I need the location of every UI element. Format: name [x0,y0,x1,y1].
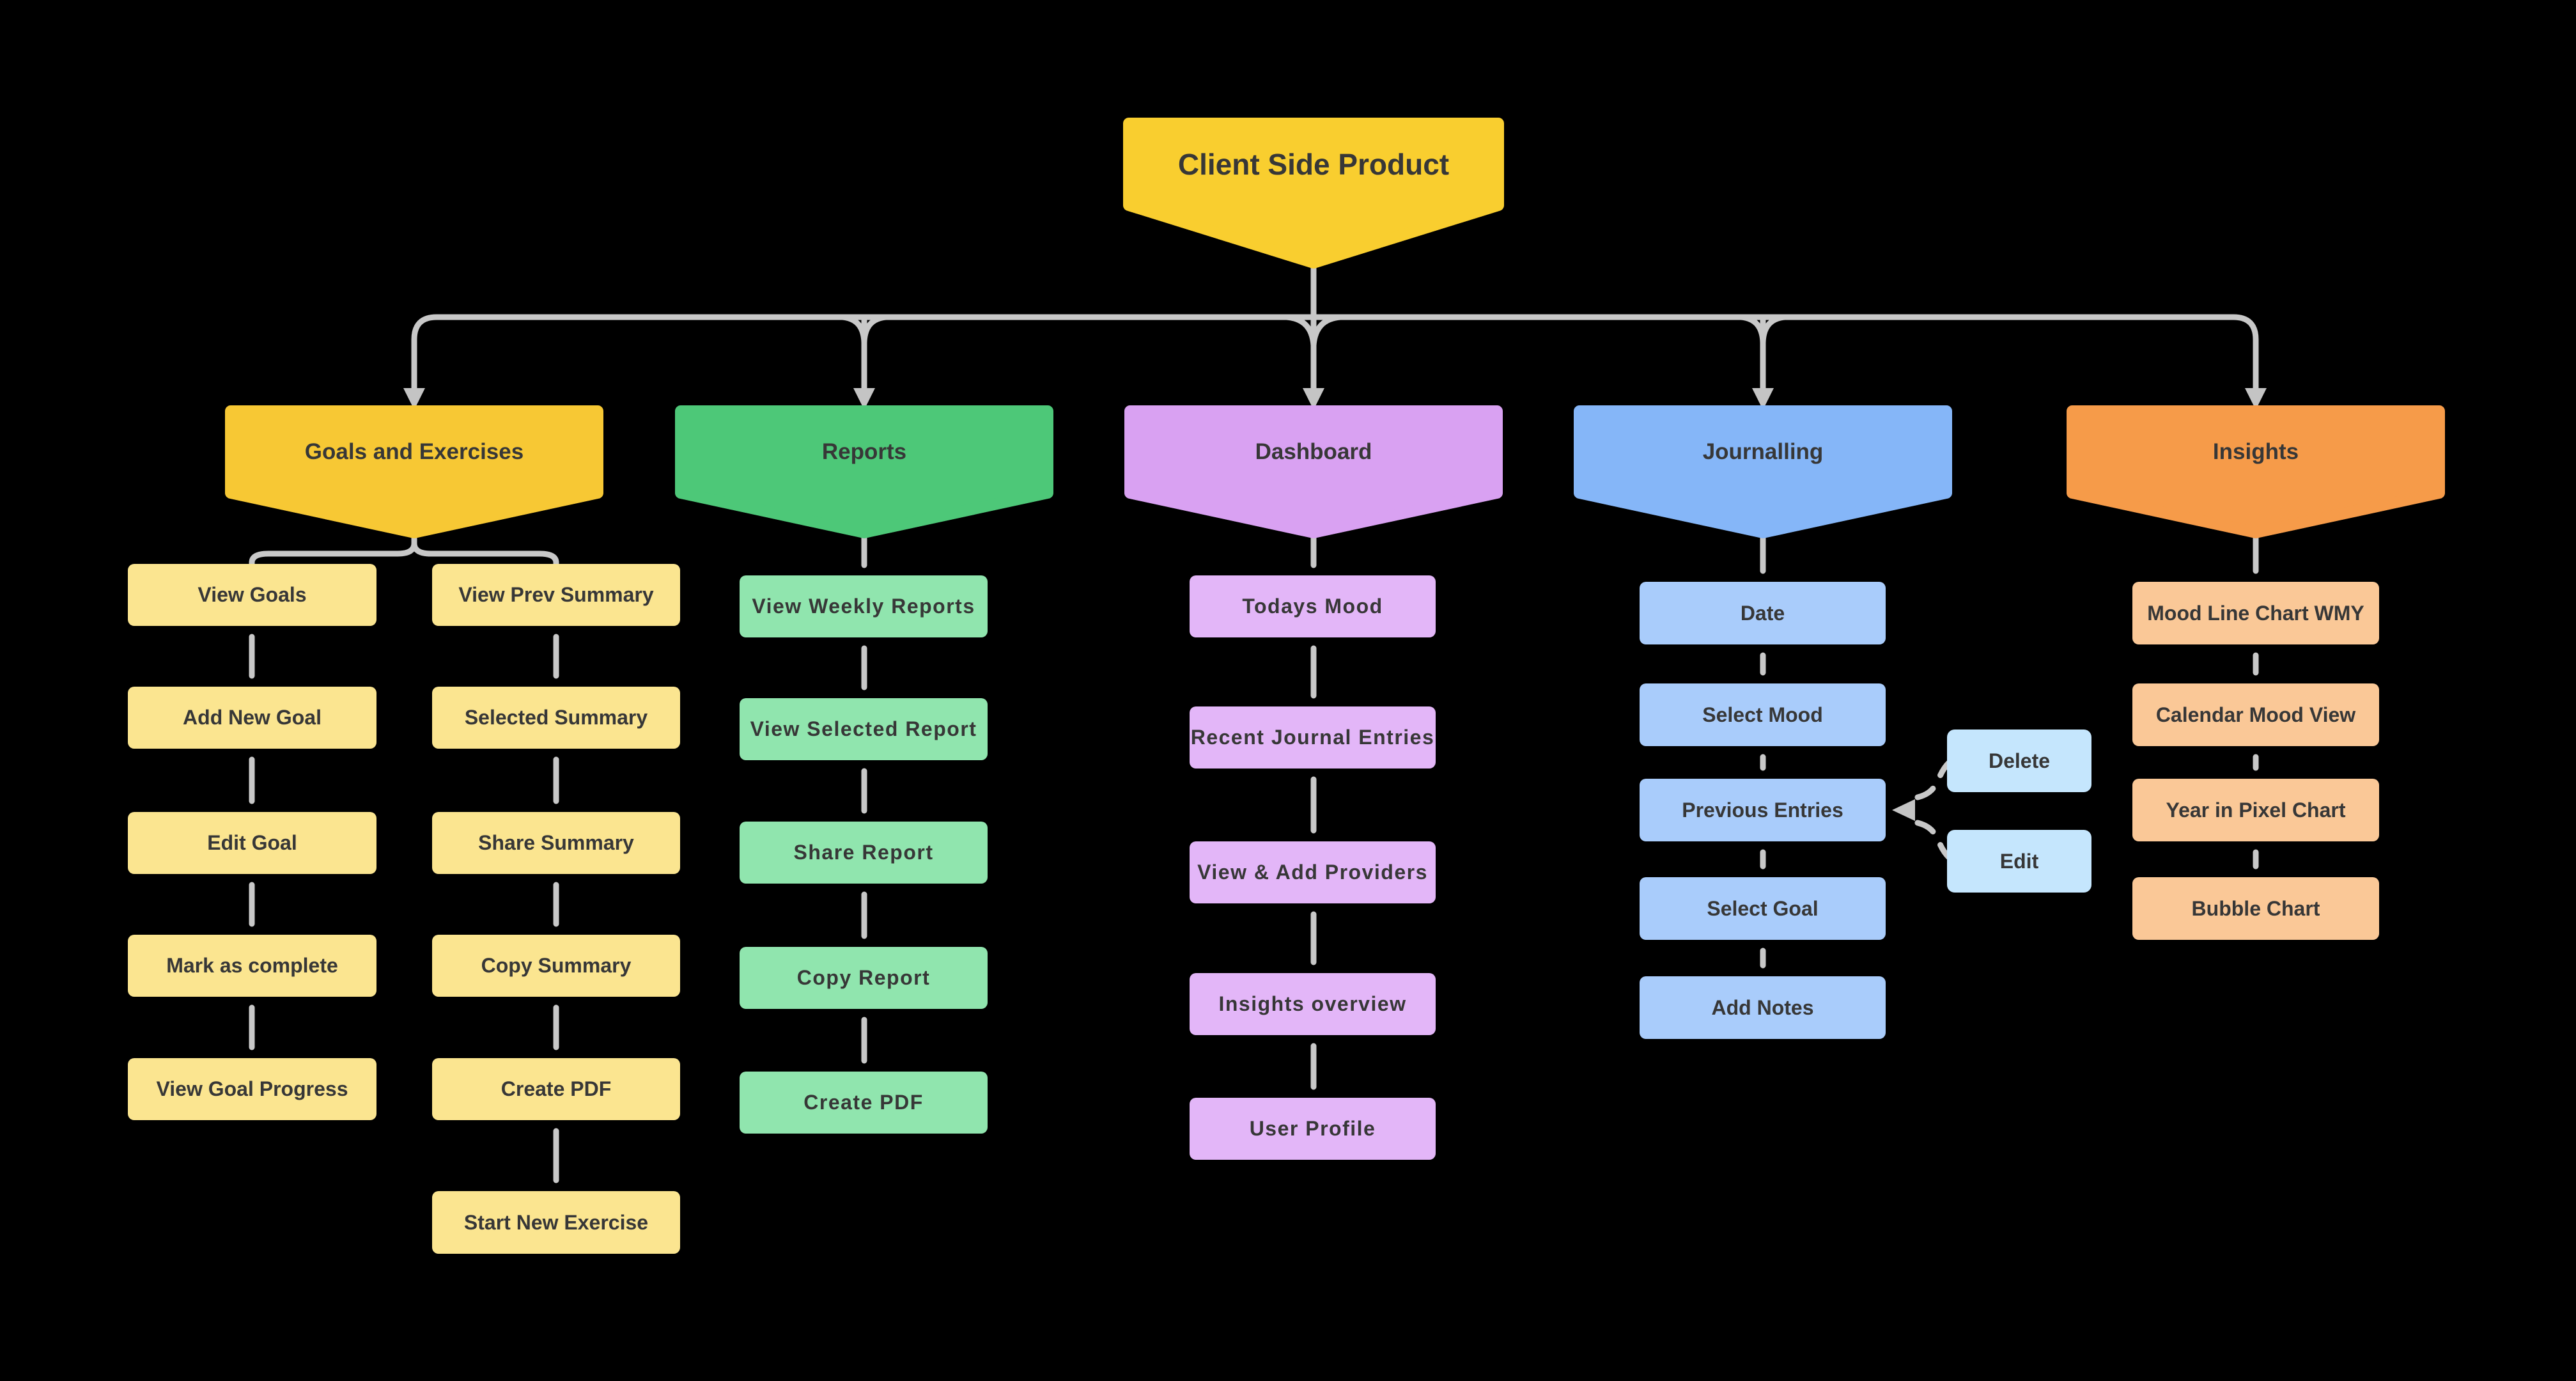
node-view-add-providers[interactable]: View & Add Providers [1190,841,1436,903]
node-calendar-mood-view[interactable]: Calendar Mood View [2132,683,2379,746]
node-copy-summary[interactable]: Copy Summary [432,935,680,997]
branch-label: Insights [2212,439,2299,464]
branch-dashboard[interactable]: Dashboard [1130,411,1497,493]
node-label: View Selected Report [750,717,977,740]
node-copy-report[interactable]: Copy Report [740,947,988,1009]
node-label: Share Summary [478,831,634,854]
node-label: Copy Report [796,966,931,989]
node-label: Add New Goal [183,706,322,729]
branch-reports[interactable]: Reports [681,411,1048,493]
node-view-goals[interactable]: View Goals [128,564,376,626]
branch-goals-and-exercises[interactable]: Goals and Exercises [231,411,598,493]
branch-label: Journalling [1702,439,1824,464]
node-label: Selected Summary [464,706,648,729]
pentagon-shapes [225,118,2445,538]
branch-label: Reports [821,439,907,464]
node-label: User Profile [1249,1117,1376,1140]
node-label: View Weekly Reports [752,595,975,618]
node-label: Select Mood [1702,703,1823,726]
node-mark-as-complete[interactable]: Mark as complete [128,935,376,997]
insights-pentagon-shape [2067,405,2445,538]
node-label: View & Add Providers [1197,861,1428,884]
node-label: Start New Exercise [463,1210,649,1234]
dashboard-pentagon-shape [1124,405,1503,538]
branch-label: Dashboard [1255,439,1372,464]
node-share-summary[interactable]: Share Summary [432,812,680,874]
node-label: Add Notes [1711,995,1814,1019]
node-label: Edit [1999,849,2039,873]
node-label: Edit Goal [207,831,297,854]
node-selected-summary[interactable]: Selected Summary [432,687,680,749]
node-label: View Prev Summary [458,583,654,606]
node-date[interactable]: Date [1640,582,1886,644]
node-create-pdf-report[interactable]: Create PDF [740,1072,988,1134]
node-label: Client Side Product [1177,148,1450,181]
node-edit[interactable]: Edit [1947,830,2091,893]
node-label: Calendar Mood View [2155,703,2356,726]
node-client-side-product[interactable]: Client Side Product [1129,123,1498,205]
node-todays-mood[interactable]: Todays Mood [1190,575,1436,637]
node-share-report[interactable]: Share Report [740,822,988,884]
node-label: Todays Mood [1242,595,1383,618]
node-mood-line-chart-wmy[interactable]: Mood Line Chart WMY [2132,582,2379,644]
node-label: Select Goal [1707,896,1819,920]
connector-lines [249,255,2259,1183]
node-add-notes[interactable]: Add Notes [1640,976,1886,1039]
node-select-goal[interactable]: Select Goal [1640,877,1886,940]
node-label: Delete [1988,749,2051,772]
node-recent-journal-entries[interactable]: Recent Journal Entries [1190,706,1436,769]
node-start-new-exercise[interactable]: Start New Exercise [432,1191,680,1254]
node-delete[interactable]: Delete [1947,730,2091,792]
node-label: Mark as complete [166,954,338,977]
node-label: Bubble Chart [2191,896,2320,920]
dashed-connectors [1914,759,1953,861]
branch-label: Goals and Exercises [304,439,524,464]
node-label: View Goals [198,583,307,606]
node-label: View Goal Progress [156,1077,348,1100]
branch-insights[interactable]: Insights [2072,411,2439,493]
node-year-in-pixel-chart[interactable]: Year in Pixel Chart [2132,779,2379,841]
node-edit-goal[interactable]: Edit Goal [128,812,376,874]
node-add-new-goal[interactable]: Add New Goal [128,687,376,749]
branch-journalling[interactable]: Journalling [1579,411,1946,493]
node-user-profile[interactable]: User Profile [1190,1098,1436,1160]
journalling-pentagon-shape [1574,405,1952,538]
node-label: Create PDF [803,1091,924,1114]
node-label: Create PDF [500,1077,612,1100]
node-bubble-chart[interactable]: Bubble Chart [2132,877,2379,940]
root-pentagon-shape [1123,118,1504,269]
node-label: Year in Pixel Chart [2166,798,2346,822]
arrowheads [403,388,2267,821]
node-previous-entries[interactable]: Previous Entries [1640,779,1886,841]
node-label: Insights overview [1218,992,1407,1015]
node-view-weekly-reports[interactable]: View Weekly Reports [740,575,988,637]
node-select-mood[interactable]: Select Mood [1640,683,1886,746]
node-create-pdf-summary[interactable]: Create PDF [432,1058,680,1120]
node-view-goal-progress[interactable]: View Goal Progress [128,1058,376,1120]
node-label: Share Report [793,841,934,864]
node-label: Copy Summary [481,954,632,977]
node-label: Recent Journal Entries [1190,726,1435,749]
reports-pentagon-shape [675,405,1053,538]
goals-pentagon-shape [225,405,603,538]
node-view-selected-report[interactable]: View Selected Report [740,698,988,760]
node-label: Date [1740,601,1785,625]
node-label: Previous Entries [1682,798,1843,822]
node-label: Mood Line Chart WMY [2147,601,2364,625]
node-insights-overview[interactable]: Insights overview [1190,973,1436,1035]
node-view-prev-summary[interactable]: View Prev Summary [432,564,680,626]
